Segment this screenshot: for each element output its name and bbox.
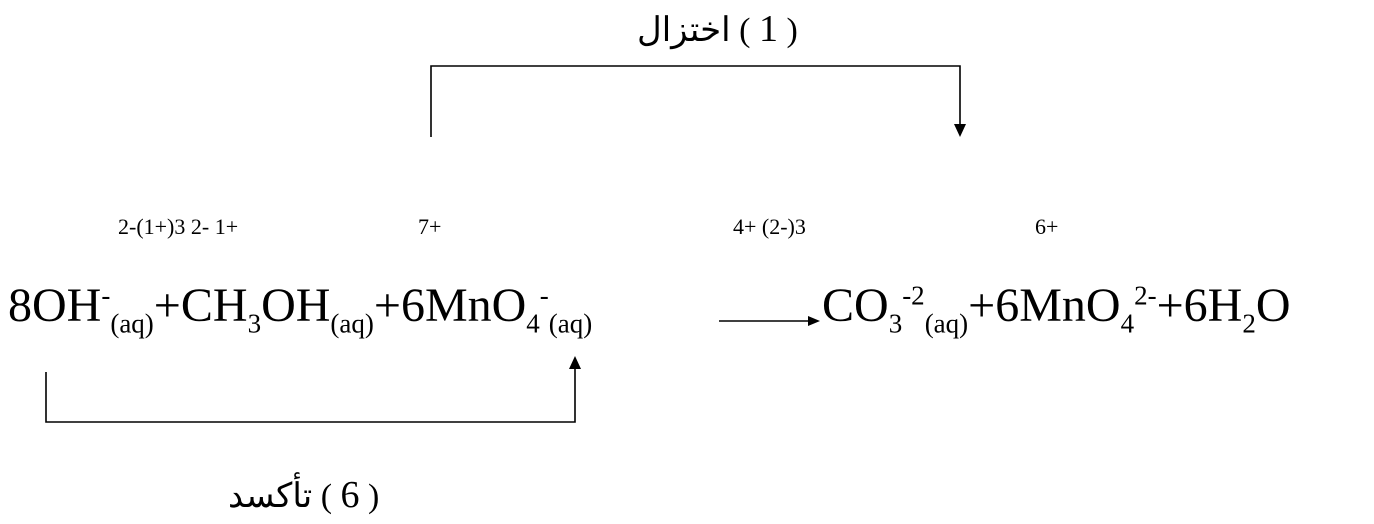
- reduction-count: ( 1 ): [739, 8, 798, 50]
- oxidation-label: تأكسد ( 6 ): [228, 476, 379, 514]
- product-carbonate: CO3-2(aq): [822, 279, 969, 339]
- reduction-label: اختزال ( 1 ): [637, 10, 798, 48]
- reduction-word: اختزال: [637, 12, 731, 49]
- equation-products: CO3-2(aq)+6MnO42-+6H2O: [822, 282, 1291, 337]
- reactant-methanol: +CH3OH(aq): [153, 279, 374, 339]
- oxidation-numbers-group3: 4+ (2-)3: [733, 214, 806, 239]
- oxidation-numbers-group2: 7+: [418, 214, 442, 239]
- equation-reactants: 8OH-(aq)+CH3OH(aq)+6MnO4-(aq): [8, 282, 592, 337]
- reaction-arrowhead: [808, 316, 820, 326]
- product-manganate: +6MnO42-: [968, 279, 1157, 339]
- oxidation-word: تأكسد: [228, 478, 313, 515]
- oxidation-arrowhead: [569, 356, 581, 369]
- product-water: +6H2O: [1156, 279, 1291, 339]
- oxidation-bracket: [45, 368, 576, 423]
- oxidation-numbers-group4: 6+: [1035, 214, 1059, 239]
- reactant-hydroxide: 8OH-(aq): [8, 279, 154, 339]
- reduction-arrowhead: [954, 124, 966, 137]
- reactant-permanganate: +6MnO4-(aq): [373, 279, 593, 339]
- reduction-bracket: [430, 65, 961, 137]
- oxidation-count: ( 6 ): [320, 474, 380, 516]
- oxidation-numbers-group1: 2-(1+)3 2- 1+: [118, 214, 239, 239]
